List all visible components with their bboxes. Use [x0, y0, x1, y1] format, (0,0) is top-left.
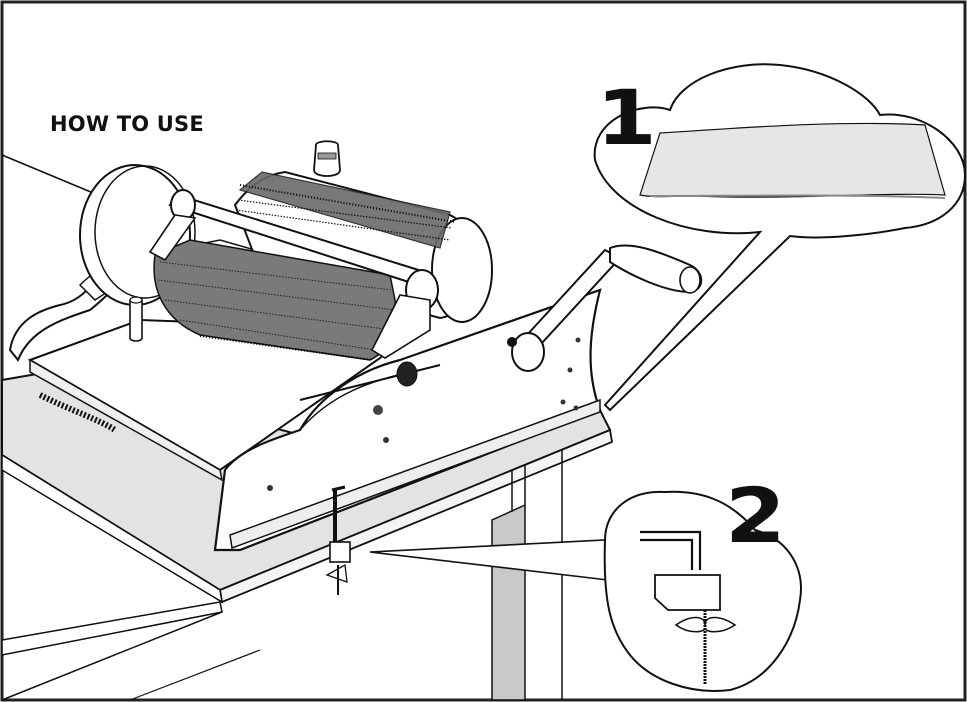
right-bracket: [370, 294, 431, 359]
step-2-number: 2: [725, 471, 786, 560]
base-bottom: [229, 398, 601, 550]
callout-2: [369, 490, 802, 692]
licker-in-under: [38, 392, 117, 433]
tray-post: [129, 299, 143, 342]
crank-grip: [609, 244, 703, 294]
left-bracket: [148, 214, 197, 262]
table-left-edge: [1, 453, 224, 604]
feed-tray-edge: [29, 358, 224, 482]
carder-base: [8, 239, 602, 552]
adjust-knob: [396, 361, 418, 387]
crank-handle: [507, 244, 703, 372]
large-drum-end: [431, 217, 493, 323]
table-apron: [1, 601, 223, 656]
step-1-number: 1: [596, 73, 657, 162]
mounted-clamp: [325, 485, 351, 595]
callout-1: [593, 63, 967, 412]
table-bottom-line: [1, 611, 223, 701]
front-side-plate: [213, 288, 602, 552]
table-leg: [491, 503, 526, 701]
table-clamp-icon: [640, 530, 702, 570]
small-drum: [153, 239, 397, 361]
crank-knob: [511, 332, 545, 372]
pulley-rim: [94, 165, 196, 299]
callout-2-pointer: [369, 539, 609, 581]
page-title: HOW TO USE: [50, 112, 204, 136]
large-drum-bristles: [235, 171, 456, 249]
table-bottom-line-2: [129, 649, 261, 701]
fiber-batt-icon: [639, 122, 946, 198]
top-bar-assembly: [129, 140, 439, 359]
front-plate-details: [267, 337, 581, 491]
